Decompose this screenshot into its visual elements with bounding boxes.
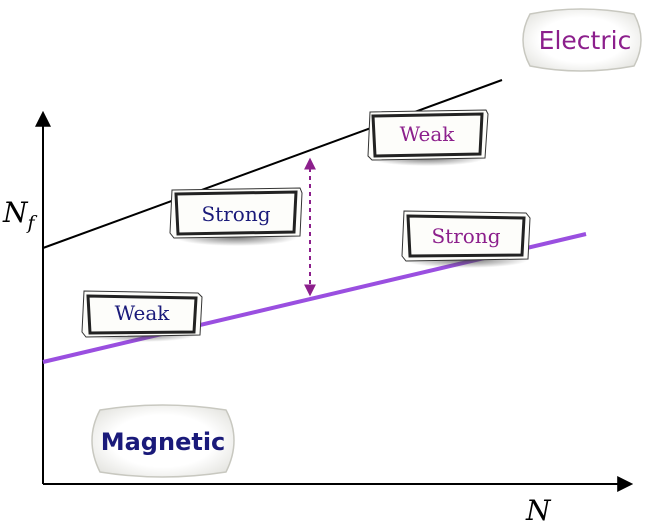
magnetic-weak-label: Weak <box>115 301 171 325</box>
electric-region-badge: Electric <box>522 8 642 72</box>
electric-transition-line <box>42 79 503 249</box>
electric-strong-label: Strong <box>431 224 500 248</box>
x-axis-label: N <box>525 494 552 527</box>
electric-region-label: Electric <box>539 26 632 55</box>
electric-weak-label: Weak <box>400 122 456 146</box>
electric-weak-label-box: Weak <box>367 109 489 166</box>
magnetic-region-badge: Magnetic <box>91 404 235 478</box>
magnetic-strong-label: Strong <box>201 202 270 226</box>
magnetic-weak-label-box: Weak <box>81 290 203 342</box>
y-axis-label: Nf <box>2 196 38 234</box>
electric-strong-label-box: Strong <box>401 210 531 268</box>
magnetic-strong-label-box: Strong <box>169 187 303 246</box>
magnetic-region-label: Magnetic <box>101 428 226 456</box>
